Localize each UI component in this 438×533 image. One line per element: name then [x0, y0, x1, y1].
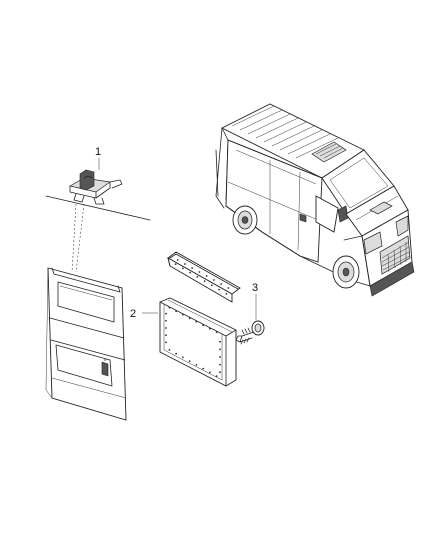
fastener-hole	[220, 283, 223, 285]
fastener-hole	[165, 341, 167, 344]
fastener-hole	[165, 319, 167, 322]
fastener-hole	[176, 259, 179, 261]
projection-line-left	[71, 203, 77, 273]
callout-2-label: 2	[130, 308, 136, 320]
fastener-hole	[227, 287, 230, 289]
fastener-hole	[196, 275, 199, 278]
fastener-hole	[203, 280, 206, 283]
trim-panel-fastener-holes	[165, 306, 221, 378]
fastener-hole	[165, 312, 167, 315]
fastener-hole	[183, 263, 186, 265]
fastener-hole	[174, 263, 177, 266]
fastener-hole	[205, 275, 208, 277]
fastener-hole	[208, 371, 211, 374]
fastener-hole	[198, 271, 201, 273]
fastener-hole	[202, 324, 205, 327]
fastener-hole	[181, 356, 184, 359]
fastener-hole	[219, 340, 221, 343]
fastener-hole	[175, 310, 178, 313]
fastener-hole	[181, 313, 184, 316]
fastener-hole	[210, 284, 213, 287]
callout-3-label: 3	[252, 282, 258, 294]
fastener-hole	[165, 334, 167, 337]
callout-1-label: 1	[95, 146, 101, 158]
fastener-hole	[219, 363, 221, 366]
fastener-hole	[202, 367, 205, 370]
fastener-hole	[215, 331, 218, 334]
fastener-hole	[191, 267, 194, 269]
fastener-hole	[218, 288, 221, 291]
upper-plate-fastener-holes	[174, 259, 230, 295]
projection-line-right	[75, 203, 85, 273]
fastener-hole	[195, 320, 198, 323]
part-2-trim-panel	[159, 297, 237, 387]
fastener-hole	[168, 348, 171, 351]
body-panel-edge-line	[45, 195, 151, 221]
part-3-push-fastener	[235, 320, 265, 345]
fastener-hole	[225, 292, 228, 295]
fastener-hole	[168, 306, 171, 309]
fastener-hole	[219, 356, 221, 358]
part-1-sensor	[69, 169, 123, 205]
fastener-hole	[165, 327, 167, 329]
side-door-panel	[45, 267, 127, 421]
van-illustration	[215, 103, 415, 297]
fastener-hole	[195, 363, 198, 366]
fastener-hole	[175, 352, 178, 355]
fastener-hole	[212, 279, 215, 281]
upper-trim-plate	[167, 251, 241, 303]
fastener-hole	[181, 267, 184, 270]
fastener-hole	[188, 317, 191, 320]
fastener-hole	[219, 371, 221, 374]
fastener-hole	[208, 327, 211, 330]
fastener-hole	[219, 348, 221, 351]
fastener-hole	[188, 360, 191, 363]
fastener-hole	[215, 375, 218, 378]
fastener-hole	[189, 271, 192, 274]
